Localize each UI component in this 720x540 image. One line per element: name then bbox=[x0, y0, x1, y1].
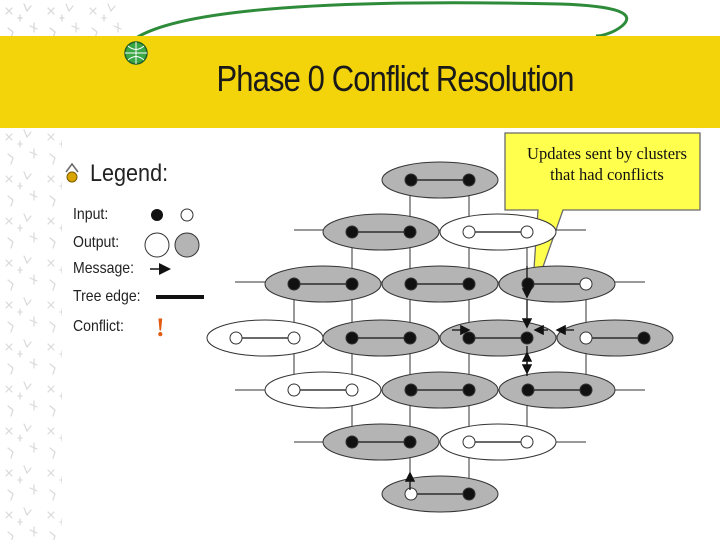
cluster-node bbox=[404, 487, 418, 501]
cluster-node bbox=[462, 487, 476, 501]
cluster-node bbox=[287, 383, 301, 397]
cluster-node bbox=[345, 435, 359, 449]
legend-input-label: Input: bbox=[73, 206, 109, 223]
cluster-node bbox=[462, 435, 476, 449]
callout-text: Updates sent by clusters that had confli… bbox=[527, 144, 687, 184]
globe-icon bbox=[124, 41, 148, 65]
cluster-node bbox=[462, 383, 476, 397]
legend-conflict-label: Conflict: bbox=[73, 318, 124, 335]
cluster-node bbox=[520, 331, 534, 345]
cluster-node bbox=[521, 277, 535, 291]
callout-bubble bbox=[504, 132, 701, 299]
cluster-node bbox=[403, 331, 417, 345]
legend-heading: Legend: bbox=[90, 160, 169, 187]
legend-input-white-node bbox=[180, 208, 194, 222]
cluster-node bbox=[229, 331, 243, 345]
cluster-node bbox=[579, 331, 593, 345]
bullet-icon bbox=[65, 162, 79, 183]
cluster-node bbox=[403, 225, 417, 239]
cluster-node bbox=[637, 331, 651, 345]
legend-message-label: Message: bbox=[73, 260, 135, 277]
title-swoosh bbox=[135, 1, 629, 40]
cluster-node bbox=[404, 383, 418, 397]
cluster-node bbox=[579, 383, 593, 397]
legend-output-label: Output: bbox=[73, 234, 120, 251]
cluster-node bbox=[287, 331, 301, 345]
cluster-node bbox=[521, 383, 535, 397]
cluster-node bbox=[404, 277, 418, 291]
cluster-node bbox=[287, 277, 301, 291]
legend-output-white-cluster bbox=[144, 232, 170, 258]
title-band bbox=[0, 36, 720, 128]
cluster-node bbox=[462, 277, 476, 291]
cluster-node bbox=[345, 331, 359, 345]
background-pattern-top bbox=[0, 0, 130, 36]
legend-tree-edge-label: Tree edge: bbox=[73, 288, 141, 305]
cluster-node bbox=[345, 383, 359, 397]
legend-output-gray-cluster bbox=[174, 232, 200, 258]
conflict-symbol: ! bbox=[156, 313, 165, 342]
cluster-node bbox=[404, 173, 418, 187]
page-title: Phase 0 Conflict Resolution bbox=[216, 58, 574, 99]
cluster-node bbox=[462, 225, 476, 239]
cluster-node bbox=[345, 225, 359, 239]
cluster-node bbox=[579, 277, 593, 291]
cluster-node bbox=[462, 331, 476, 345]
cluster-node bbox=[403, 435, 417, 449]
cluster-node bbox=[462, 173, 476, 187]
cluster-node bbox=[520, 225, 534, 239]
cluster-node bbox=[345, 277, 359, 291]
legend-input-black-node bbox=[151, 209, 163, 221]
cluster-node bbox=[520, 435, 534, 449]
